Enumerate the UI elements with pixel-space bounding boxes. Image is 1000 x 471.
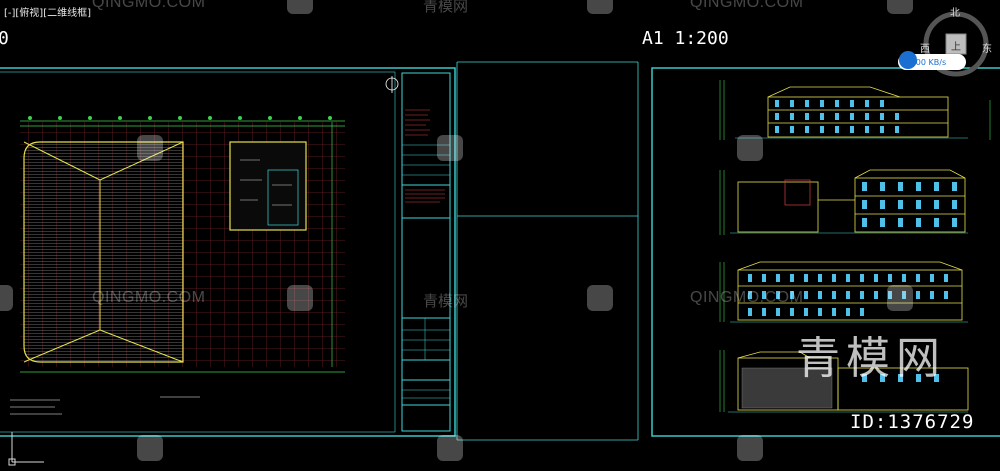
compass-west-label: 西: [920, 44, 930, 55]
left-drawing-sheet: [0, 67, 456, 437]
ucs-axis-icon: [8, 432, 44, 466]
middle-frame: [456, 61, 639, 441]
right-sheet-scale-text: A1 1:200: [642, 28, 729, 49]
watermark-latin: QINGMO.COM: [92, 0, 206, 11]
right-drawing-sheet: [651, 67, 1000, 437]
compass-east-label: 东: [982, 44, 992, 55]
viewport-controls-label[interactable]: [-][俯视][二维线框]: [4, 8, 92, 19]
resource-id-text: ID:1376729: [850, 411, 975, 433]
compass-ring-icon: [923, 11, 989, 77]
watermark-latin: QINGMO.COM: [690, 289, 804, 306]
watermark-latin: QINGMO.COM: [690, 0, 804, 11]
watermark-cn: 青模网: [423, 292, 469, 310]
network-speed-text: 200 KB/s: [910, 57, 947, 67]
viewcube-compass[interactable]: 北 西 东 上: [916, 4, 996, 84]
left-sheet-scale-text: 0: [0, 28, 9, 49]
viewcube-top-face[interactable]: 上: [951, 42, 961, 53]
brand-watermark-large: 青模网: [796, 333, 946, 384]
watermark-latin: QINGMO.COM: [92, 289, 206, 306]
cloud-app-icon[interactable]: [899, 51, 917, 69]
watermark-cn: 青模网: [423, 0, 469, 15]
compass-north-label: 北: [950, 8, 960, 19]
